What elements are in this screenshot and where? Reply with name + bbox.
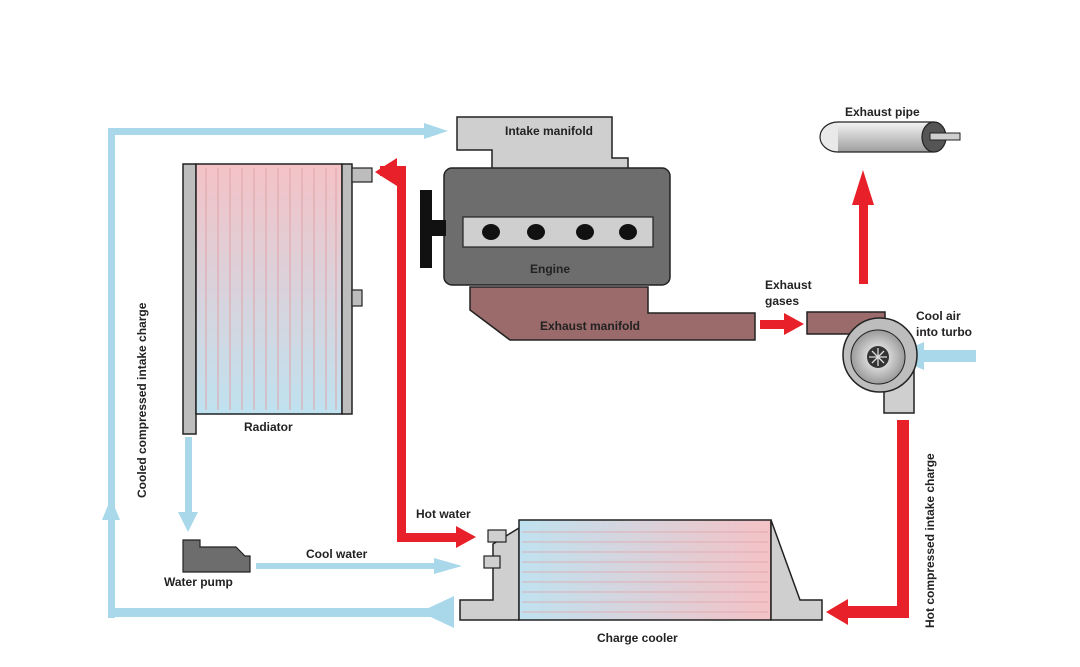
radiator (182, 163, 373, 435)
engine (420, 167, 671, 286)
cool-air-label-line1: Cool air (916, 309, 961, 323)
exhaust-gases-label-line2: gases (765, 294, 799, 308)
hot-water-label: Hot water (416, 507, 471, 521)
cool-water-label: Cool water (306, 547, 368, 561)
water-pump-label: Water pump (164, 575, 233, 589)
exhaust-pipe-label: Exhaust pipe (845, 105, 920, 119)
engine-label: Engine (530, 262, 570, 276)
charge-cooler-label: Charge cooler (597, 631, 678, 645)
hot-flow-lines (375, 158, 909, 625)
cool-air-label-line2: into turbo (916, 325, 972, 339)
exhaust-gases-label-line1: Exhaust (765, 278, 812, 292)
hot-intake-label: Hot compressed intake charge (923, 453, 937, 628)
exhaust-manifold (469, 286, 756, 341)
charge-cooler (459, 519, 823, 621)
water-pump (182, 539, 251, 573)
radiator-label: Radiator (244, 420, 293, 434)
cooled-intake-label: Cooled compressed intake charge (135, 302, 149, 498)
exhaust-pipe (819, 121, 961, 153)
exhaust-manifold-label: Exhaust manifold (540, 319, 640, 333)
turbocharger (806, 311, 918, 414)
intake-manifold-label: Intake manifold (505, 124, 593, 138)
